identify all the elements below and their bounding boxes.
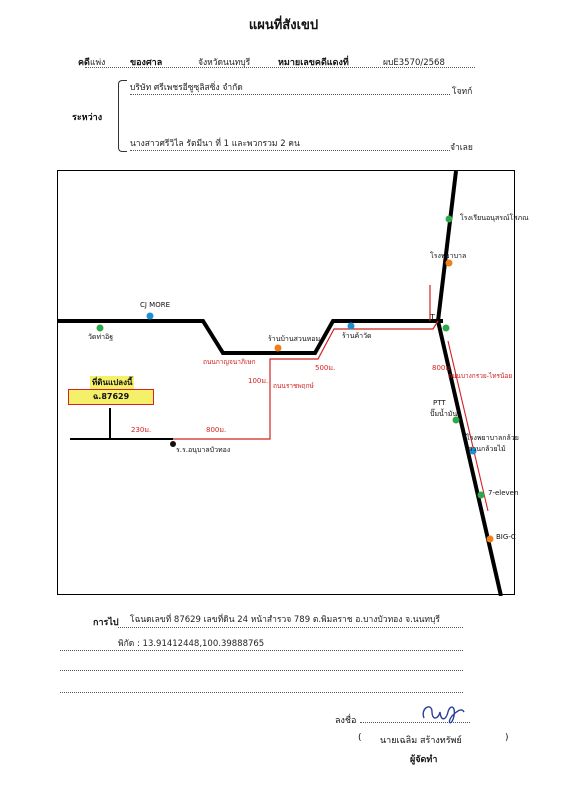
sign-close-paren: ) [505, 733, 509, 743]
marker-shop [347, 322, 355, 330]
marker-school2 [170, 441, 176, 447]
land-box: ฉ.87629 [68, 389, 154, 405]
parties-bracket [118, 80, 127, 152]
between-label: ระหว่าง [72, 113, 103, 123]
sign-line [360, 722, 470, 723]
court-value: จังหวัดนนทบุรี [198, 58, 251, 68]
land-box-label: ที่ดินแปลงนี้ [90, 376, 135, 389]
label-restaurant: ร้านบ้านสวนหอม [268, 335, 321, 343]
sign-open-paren: ( [358, 733, 362, 743]
junction-mark: T [430, 313, 435, 322]
marker-temple [96, 324, 104, 332]
marker-bigc [486, 535, 494, 543]
sign-label: ลงชื่อ [335, 716, 357, 726]
red-case-value: ผบE3570/2568 [383, 58, 445, 68]
defendant-name: นางสาวศรีวิไล รัตมีนา ที่ 1 และพวกรวม 2 … [130, 139, 300, 149]
header-dotted-line [85, 67, 475, 68]
label-bigc: BIG-C [496, 533, 516, 541]
label-shop: ร้านค้าวัด [342, 332, 372, 340]
marker-restaurant [274, 344, 282, 352]
label-cafe: โรงพยาบาลกล้วย [466, 434, 519, 442]
signature-scribble [422, 706, 465, 724]
marker-cjmore [146, 312, 154, 320]
label-dist1: 230ม. [131, 426, 152, 434]
signer-role: ผู้จัดทำ [410, 755, 438, 765]
case-type: แพ่ง [90, 58, 106, 68]
route-line-3 [447, 340, 489, 512]
defendant-line [130, 150, 450, 151]
directions-label: การไป [93, 618, 119, 628]
directions-text: โฉนดเลขที่ 87629 เลขที่ดิน 24 หน้าสำรวจ … [130, 615, 440, 625]
marker-seven [477, 491, 485, 499]
coordinates: พิกัด : 13.91412448,100.39888765 [118, 639, 265, 649]
marker-junction [442, 324, 450, 332]
label-school2: ร.ร.อนุบาลบัวทอง [176, 446, 231, 454]
map-frame: CJ MORE วัดท่าอิฐ ร้านบ้านสวนหอม ร้านค้า… [57, 170, 529, 596]
road-vertical-lower [436, 320, 503, 596]
plaintiff-role: โจทก์ [452, 87, 473, 97]
defendant-role: จำเลย [450, 143, 473, 153]
label-cjmore: CJ MORE [140, 301, 171, 309]
label-road1: ถนนกาญจนาภิเษก [203, 358, 256, 366]
label-dist2: 800ม. [206, 426, 227, 434]
sketch-map [58, 171, 503, 596]
label-school: โรงเรียนอนุสรณ์โสภณ [460, 214, 529, 222]
red-case-label: หมายเลขคดีแดงที่ [278, 58, 349, 68]
route-line [173, 320, 439, 440]
label-cafe-sub: สวนกล้วยไม้ [468, 445, 506, 453]
road-main [58, 319, 443, 355]
label-ptt-sub: ปั๊มน้ำมัน [430, 410, 458, 418]
label-road2: ถนนราชพฤกษ์ [273, 382, 314, 390]
directions-line-2 [60, 650, 463, 651]
label-dist3: 100ม. [248, 377, 269, 385]
label-ptt: PTT [433, 399, 446, 407]
directions-line-4 [60, 692, 463, 693]
page-title: แผนที่สังเขป [248, 18, 319, 33]
label-road3: ถนนบางกรวย-ไทรน้อย [448, 372, 513, 380]
directions-line-3 [60, 670, 463, 671]
marker-school-top [445, 215, 453, 223]
marker-orange-top [445, 259, 453, 267]
label-dist4: 500ม. [315, 364, 336, 372]
case-label: คดี [78, 58, 90, 68]
signer-name: นายเฉลิม สร้างทรัพย์ [380, 736, 462, 746]
court-label: ของศาล [130, 58, 163, 68]
label-dist5: 800ม. [432, 364, 453, 372]
marker-ptt [452, 416, 460, 424]
directions-line-1 [118, 627, 463, 628]
label-seven: 7-eleven [488, 489, 519, 497]
plaintiff-name: บริษัท ศรีเพชรอีซูซุลิสซิ่ง จำกัด [130, 83, 243, 93]
plaintiff-line [130, 94, 450, 95]
deed-number: ฉ.87629 [69, 390, 153, 404]
label-hospital: โรงพยาบาล [430, 252, 467, 260]
road-vertical [436, 171, 458, 322]
label-temple: วัดท่าอิฐ [88, 333, 114, 341]
marker-cafe [469, 447, 477, 455]
